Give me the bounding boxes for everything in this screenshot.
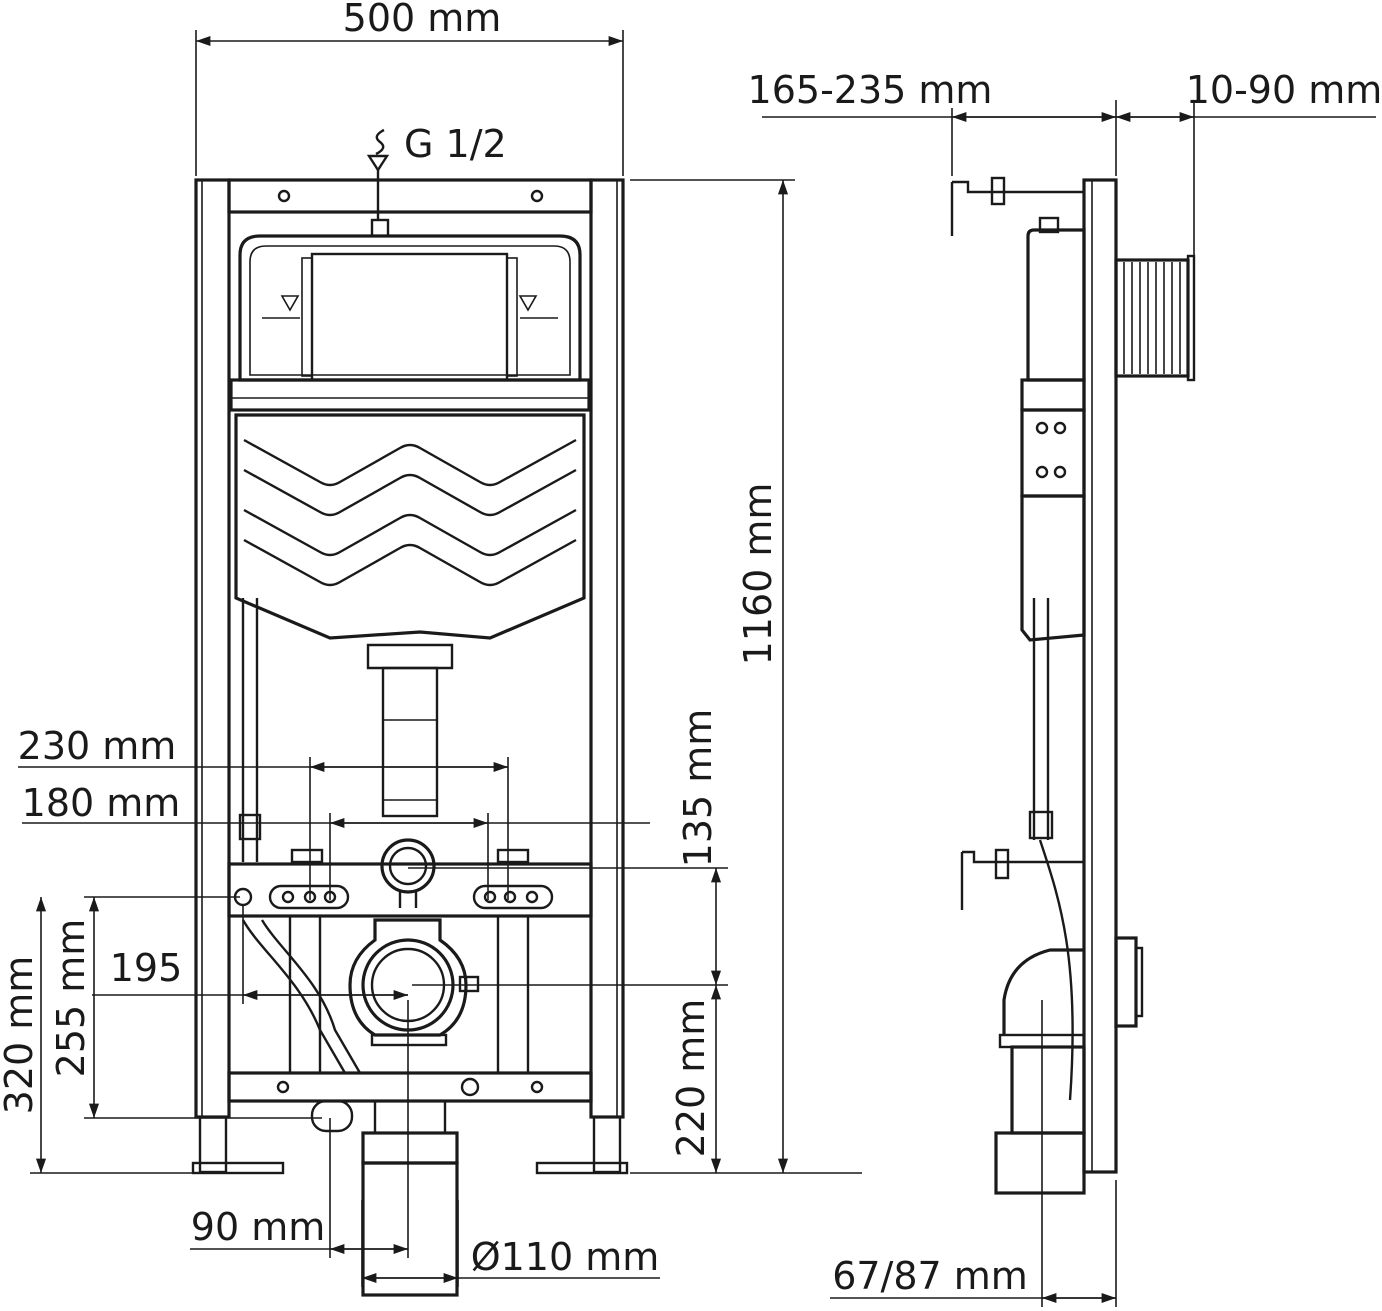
frame-width-label: 500 mm — [343, 0, 502, 40]
stud-spacing-inner-label: 180 mm — [22, 781, 181, 825]
frame-height-label: 1160 mm — [736, 483, 780, 666]
right-frame-post — [589, 178, 625, 1119]
side-mount-label: 195 — [110, 946, 183, 990]
side-view — [950, 176, 1196, 1195]
support-height-label: 320 mm — [0, 956, 41, 1115]
dimension-lines — [18, 30, 1376, 1307]
water-supply-icon — [366, 128, 390, 220]
top-rail — [227, 178, 593, 214]
panel-offset-label: 10-90 mm — [1186, 68, 1382, 112]
outlet-offset-label: 90 mm — [191, 1205, 325, 1249]
left-frame-post — [194, 178, 231, 1119]
side-frame-post — [1082, 178, 1118, 1174]
cistern-body — [234, 413, 586, 640]
stud-spacing-outer-label: 230 mm — [18, 724, 177, 768]
depth-label: 67/87 mm — [832, 1254, 1028, 1298]
flush-opening — [310, 252, 509, 382]
outlet-diameter-label: Ø110 mm — [471, 1235, 660, 1279]
wall-distance-label: 165-235 mm — [748, 68, 993, 112]
bolt-height-label: 255 mm — [49, 919, 93, 1078]
supply-drop-label: 135 mm — [676, 709, 720, 868]
outlet-height-label: 220 mm — [669, 999, 713, 1158]
front-view — [191, 178, 629, 1297]
water-inlet-label: G 1/2 — [404, 122, 507, 166]
